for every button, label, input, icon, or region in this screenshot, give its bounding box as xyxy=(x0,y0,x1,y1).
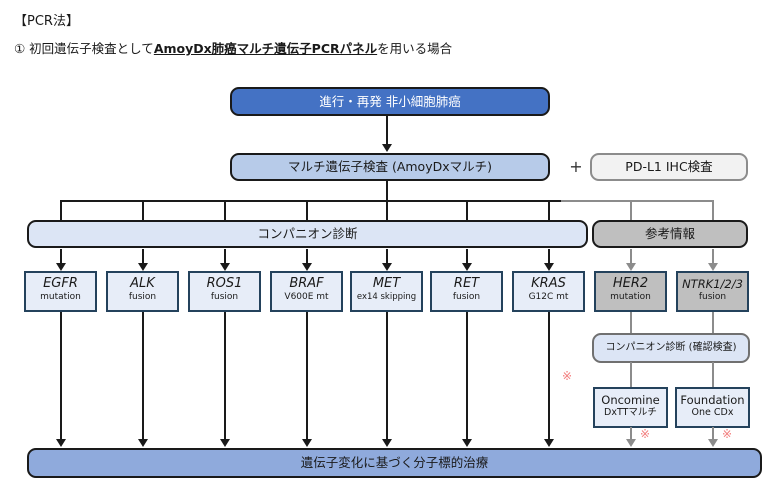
gene-subtype: G12C mt xyxy=(528,292,569,302)
arrow-disease-to-multitest xyxy=(381,116,392,152)
stub-ret xyxy=(465,200,468,221)
gene-box-ros1: ROS1 fusion xyxy=(188,271,261,312)
gene-name: MET xyxy=(372,276,401,291)
line-her2-to-confirm xyxy=(629,312,632,334)
case-heading-emphasis: AmoyDx肺癌マルチ遺伝子PCRパネル xyxy=(153,41,378,56)
case-heading-prefix: ① 初回遺伝子検査として xyxy=(14,41,154,56)
arrow-alk-to-therapy xyxy=(137,312,148,447)
connector-multitest-down xyxy=(385,181,388,202)
arrow-braf-to-therapy xyxy=(301,312,312,447)
stub-kras xyxy=(547,200,550,221)
arrow-to-braf xyxy=(301,249,312,271)
gene-name: ROS1 xyxy=(206,276,243,291)
gene-box-alk: ALK fusion xyxy=(106,271,179,312)
oncomine-test-box: Oncomine DxTTマルチ xyxy=(593,387,668,428)
stub-ntrk xyxy=(711,200,714,221)
test-name: Oncomine xyxy=(601,393,660,407)
kras-note-mark: ※ xyxy=(562,369,573,383)
arrow-to-her2 xyxy=(625,249,636,271)
gene-box-her2: HER2 mutation xyxy=(594,271,667,312)
stub-ros1 xyxy=(223,200,226,221)
line-confirm-to-foundation xyxy=(711,362,714,388)
foundation-test-box: Foundation One CDx xyxy=(675,387,750,428)
arrow-ros1-to-therapy xyxy=(219,312,230,447)
gene-name: EGFR xyxy=(43,276,78,291)
arrow-egfr-to-therapy xyxy=(55,312,66,447)
arrow-ret-to-therapy xyxy=(461,312,472,447)
gene-box-ntrk: NTRK1/2/3 fusion xyxy=(676,271,749,312)
gene-subtype: fusion xyxy=(210,292,239,302)
reference-info-box: 参考情報 xyxy=(592,220,748,248)
plus-sign: + xyxy=(569,157,583,176)
stub-her2 xyxy=(629,200,632,221)
gene-subtype: ex14 skipping xyxy=(356,292,417,302)
stub-alk xyxy=(141,200,144,221)
therapy-box: 遺伝子変化に基づく分子標的治療 xyxy=(27,448,762,478)
gene-name: BRAF xyxy=(289,276,324,291)
branch-rail-gray xyxy=(561,200,714,202)
arrow-to-kras xyxy=(543,249,554,271)
case-heading-suffix: を用いる場合 xyxy=(377,41,453,56)
arrow-to-ntrk xyxy=(707,249,718,271)
gene-subtype: fusion xyxy=(698,292,727,302)
case-heading: ① 初回遺伝子検査としてAmoyDx肺癌マルチ遺伝子PCRパネルを用いる場合 xyxy=(14,38,452,57)
gene-name: RET xyxy=(453,276,480,291)
gene-name: HER2 xyxy=(612,276,649,291)
gene-box-kras: KRAS G12C mt xyxy=(512,271,585,312)
multi-gene-test-box: マルチ遺伝子検査 (AmoyDxマルチ) xyxy=(230,153,550,181)
gene-subtype: mutation xyxy=(610,292,651,302)
gene-box-egfr: EGFR mutation xyxy=(24,271,97,312)
stub-met xyxy=(385,200,388,221)
confirm-dx-box: コンパニオン診断 (確認検査) xyxy=(592,333,750,363)
gene-name: KRAS xyxy=(531,276,566,291)
gene-box-ret: RET fusion xyxy=(430,271,503,312)
gene-name: NTRK1/2/3 xyxy=(682,277,743,291)
arrow-to-egfr xyxy=(55,249,66,271)
arrow-to-ret xyxy=(461,249,472,271)
oncomine-note-mark: ※ xyxy=(640,427,651,441)
arrow-oncomine-to-therapy xyxy=(625,427,636,447)
branch-rail-black xyxy=(59,200,562,202)
arrow-to-alk xyxy=(137,249,148,271)
gene-subtype: mutation xyxy=(40,292,81,302)
arrow-to-ros1 xyxy=(219,249,230,271)
stub-braf xyxy=(305,200,308,221)
arrow-met-to-therapy xyxy=(381,312,392,447)
line-ntrk-to-confirm xyxy=(711,312,714,334)
gene-name: ALK xyxy=(130,276,155,291)
gene-box-braf: BRAF V600E mt xyxy=(270,271,343,312)
test-name: Foundation xyxy=(680,393,745,407)
arrow-kras-to-therapy xyxy=(543,312,554,447)
method-tag: 【PCR法】 xyxy=(14,14,79,29)
gene-subtype: V600E mt xyxy=(284,292,329,302)
arrow-to-met xyxy=(381,249,392,271)
line-confirm-to-oncomine xyxy=(629,362,632,388)
foundation-note-mark: ※ xyxy=(722,427,733,441)
pdl1-test-box: PD-L1 IHC検査 xyxy=(590,153,748,181)
arrow-foundation-to-therapy xyxy=(707,427,718,447)
gene-subtype: fusion xyxy=(452,292,481,302)
disease-box: 進行・再発 非小細胞肺癌 xyxy=(230,87,550,116)
gene-box-met: MET ex14 skipping xyxy=(350,271,423,312)
stub-egfr xyxy=(59,200,62,221)
test-name-line2: DxTTマルチ xyxy=(604,407,657,418)
gene-subtype: fusion xyxy=(128,292,157,302)
companion-dx-box: コンパニオン診断 xyxy=(27,220,588,248)
test-name-line2: One CDx xyxy=(691,407,734,418)
